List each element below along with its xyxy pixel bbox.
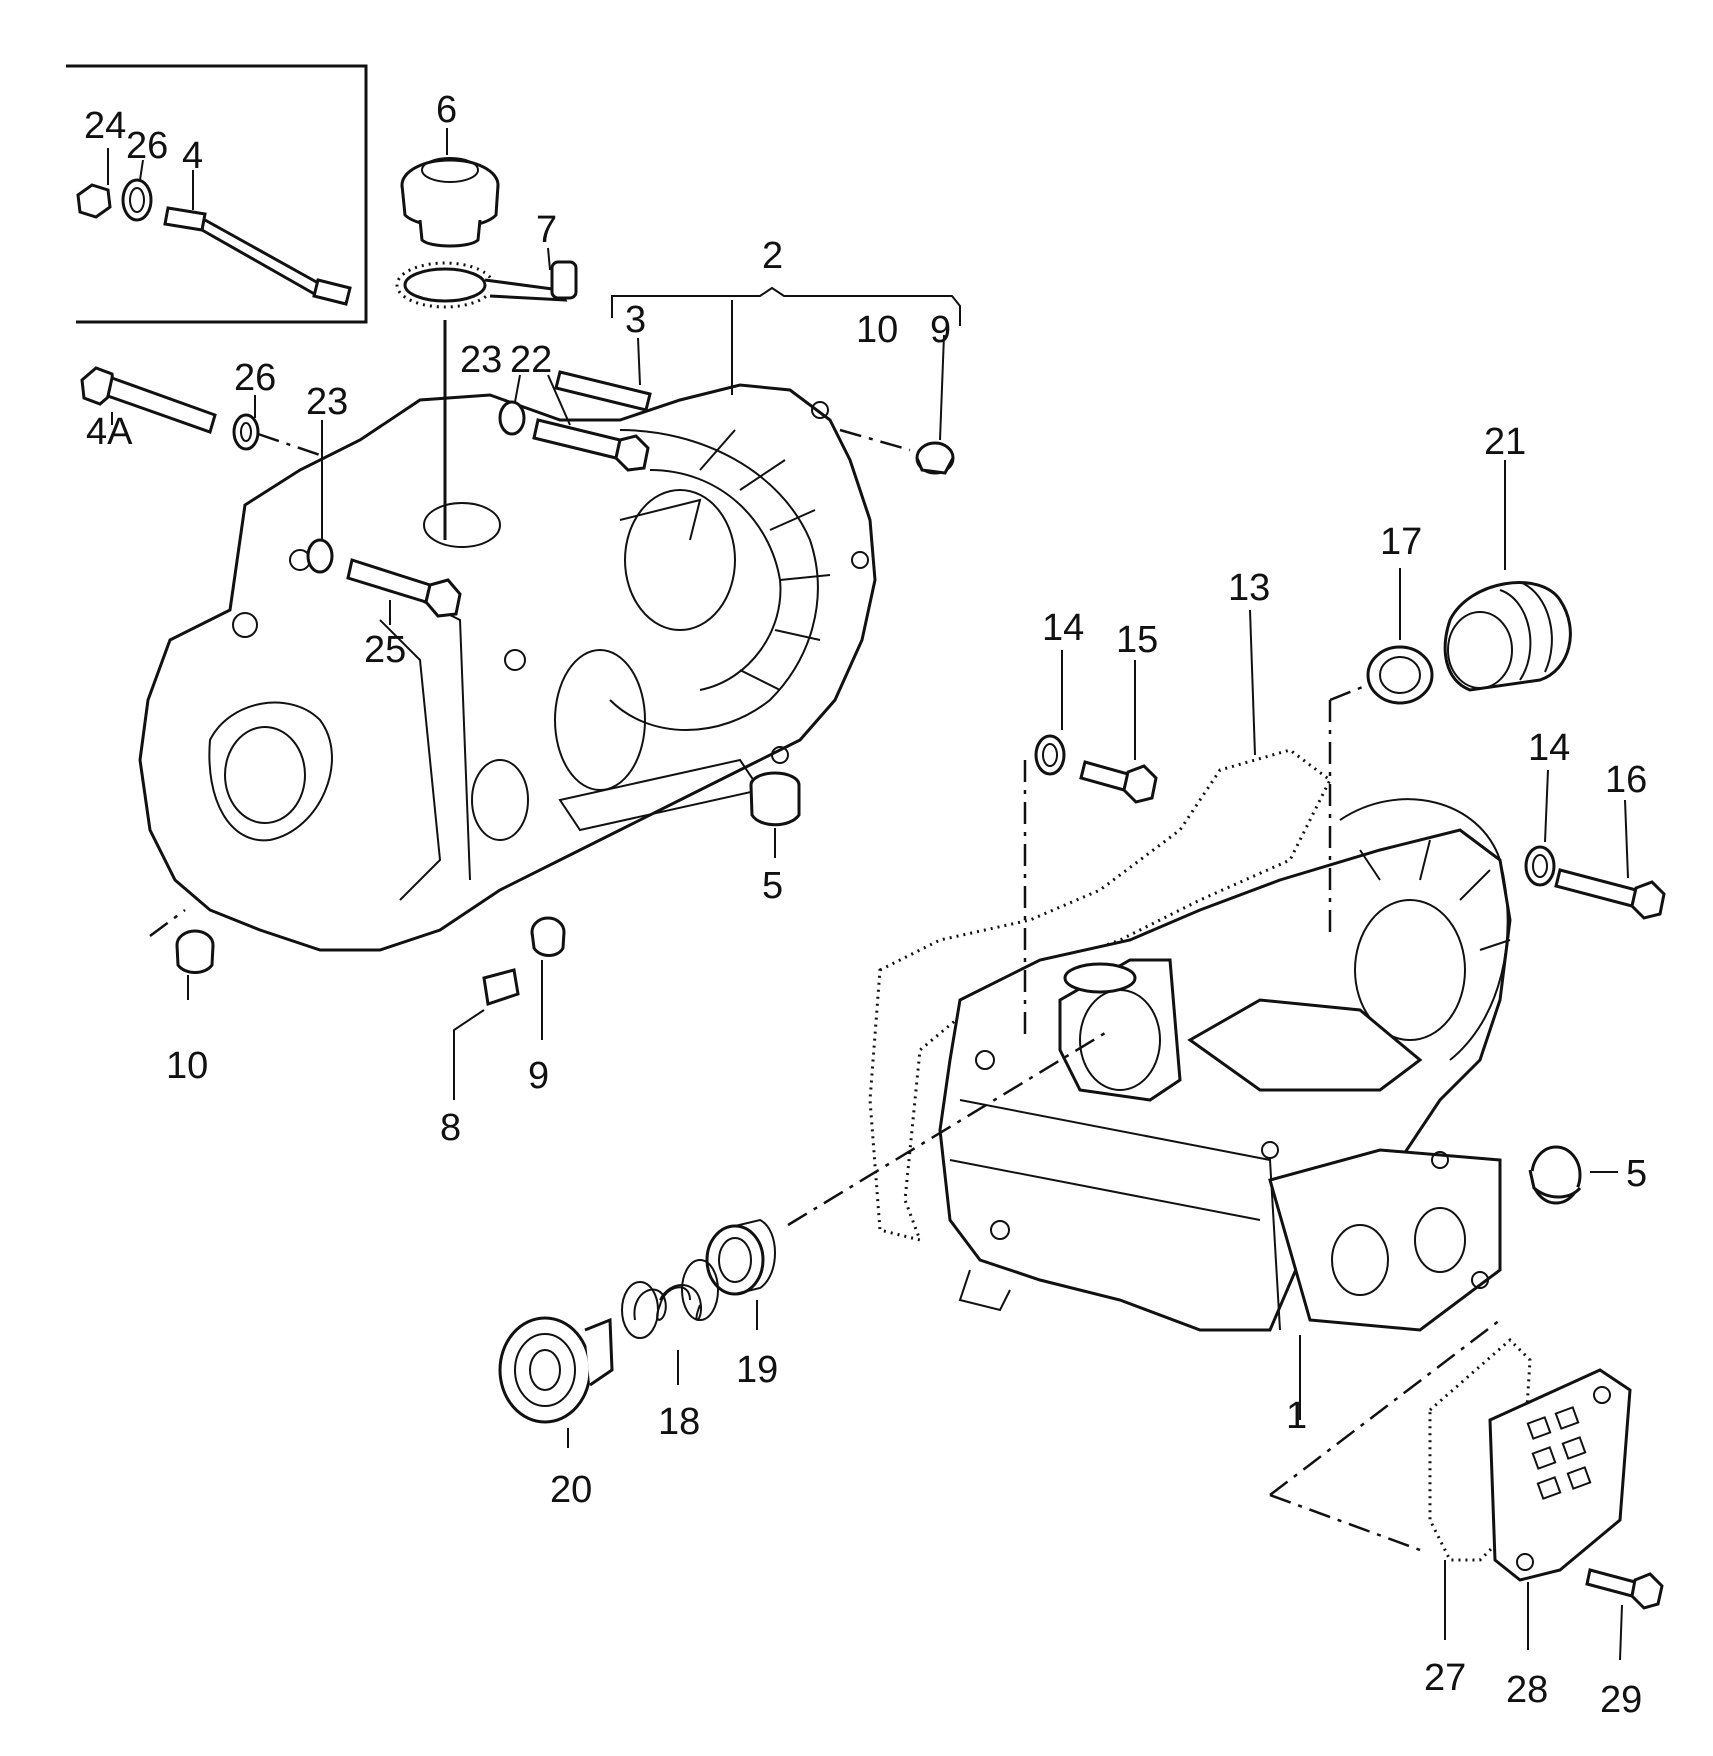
callout-2: 2 <box>762 235 783 277</box>
callout-5-upper: 5 <box>762 865 783 907</box>
callout-19: 19 <box>736 1349 778 1391</box>
cover-28 <box>1488 1368 1632 1582</box>
callout-17: 17 <box>1380 521 1422 563</box>
callout-10-bottom: 10 <box>166 1045 208 1087</box>
sleeve-9a <box>915 441 955 475</box>
callout-22: 22 <box>510 339 552 381</box>
callout-27: 27 <box>1424 1657 1466 1699</box>
callout-21: 21 <box>1484 421 1526 463</box>
callout-25: 25 <box>364 629 406 671</box>
callout-13: 13 <box>1228 567 1270 609</box>
leader-lines <box>111 128 1629 1661</box>
callout-labels: 24 26 4 6 7 2 3 10 9 26 23 22 23 4A 25 2… <box>84 89 1647 1721</box>
bolt-15 <box>1079 760 1158 804</box>
boot-21 <box>1443 581 1572 692</box>
plug-5a <box>749 771 801 827</box>
callout-3: 3 <box>625 299 646 341</box>
gearbox-housing <box>868 748 1512 1332</box>
key-8 <box>482 968 520 1006</box>
callout-9-bottom: 9 <box>528 1055 549 1097</box>
bolt-29 <box>1585 1568 1664 1610</box>
cap-part-6 <box>400 157 500 248</box>
callout-5-right: 5 <box>1626 1153 1647 1195</box>
callout-20: 20 <box>550 1469 592 1511</box>
callout-29: 29 <box>1600 1679 1642 1721</box>
callout-23-upper: 23 <box>460 339 502 381</box>
callout-18: 18 <box>658 1401 700 1443</box>
seal-17 <box>1366 645 1434 705</box>
callout-26: 26 <box>234 357 276 399</box>
callout-16: 16 <box>1605 759 1647 801</box>
callout-1: 1 <box>1286 1395 1307 1437</box>
washer-14b <box>1524 845 1556 887</box>
sleeve-10 <box>175 929 215 974</box>
callout-8: 8 <box>440 1107 461 1149</box>
stud-3 <box>554 370 652 412</box>
threaded-rod-part <box>163 206 352 306</box>
callout-14-left: 14 <box>1042 607 1084 649</box>
callout-9-top: 9 <box>930 309 951 351</box>
bolt-25 <box>346 558 462 618</box>
washer-part <box>121 178 153 222</box>
callout-23-lower: 23 <box>306 381 348 423</box>
inset-box <box>66 64 368 324</box>
spring-18 <box>621 1259 719 1339</box>
bolt-16 <box>1554 868 1666 920</box>
bearing-shaft-20 <box>498 1316 614 1424</box>
washer-23b <box>306 538 334 574</box>
callout-14-right: 14 <box>1528 727 1570 769</box>
nut-part <box>76 183 112 219</box>
callout-15: 15 <box>1116 619 1158 661</box>
callout-10-top: 10 <box>856 309 898 351</box>
bolt-4a <box>80 366 217 434</box>
callout-26-inset: 26 <box>126 125 168 167</box>
dipstick-gasket-7 <box>395 260 578 309</box>
washer-14a <box>1034 734 1066 776</box>
washer-23a <box>498 400 526 436</box>
callout-28: 28 <box>1506 1669 1548 1711</box>
callout-4: 4 <box>182 135 203 177</box>
plug-5b <box>1528 1145 1582 1205</box>
sleeve-9b <box>530 916 566 957</box>
callout-7: 7 <box>536 209 557 251</box>
callout-4A: 4A <box>86 411 133 453</box>
sleeve-19 <box>705 1218 776 1296</box>
callout-6: 6 <box>436 89 457 131</box>
callout-24: 24 <box>84 105 126 147</box>
washer-26 <box>232 413 260 451</box>
bolt-22 <box>532 418 650 472</box>
